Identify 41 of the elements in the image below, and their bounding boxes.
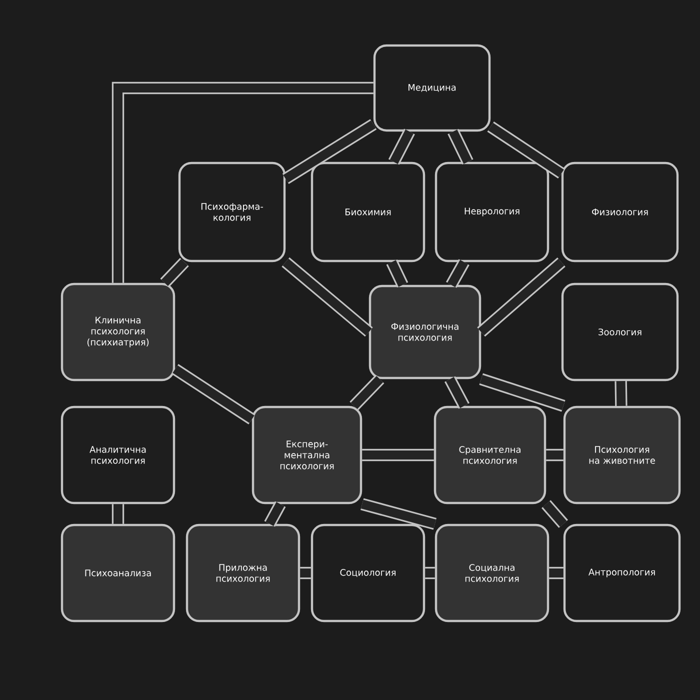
chalk-channel: [444, 376, 470, 409]
topic-box: Физиологична психология: [368, 284, 482, 380]
topic-box: Социология: [310, 524, 426, 622]
chalk-channel: [446, 259, 470, 288]
chalk-channel: [300, 566, 311, 580]
topic-box: Аналитична психология: [60, 406, 176, 504]
chalk-channel: [360, 498, 437, 530]
chalk-channel: [388, 128, 415, 165]
chalk-channel: [112, 504, 124, 524]
topic-box: Приложна психология: [186, 524, 300, 622]
chalk-channel: [546, 448, 564, 462]
chalk-channel: [549, 566, 564, 580]
chalk-channel: [614, 381, 628, 406]
chalk-channel: [477, 258, 566, 337]
chalk-channel: [112, 82, 374, 283]
topic-box: Медицина: [373, 44, 491, 132]
chalk-channel: [264, 501, 286, 527]
chalk-channel: [172, 364, 256, 424]
chalk-channel: [282, 119, 377, 184]
topic-box: Експери- ментална психология: [252, 406, 362, 504]
chalk-channel: [479, 373, 566, 412]
chalk-channel: [487, 122, 565, 178]
topic-box: Физиология: [561, 162, 679, 262]
chalk-channel: [425, 566, 435, 580]
topic-box: Психофарма- кология: [178, 162, 286, 262]
chalk-channel: [160, 258, 189, 288]
topic-box: Антропология: [563, 524, 681, 622]
chalk-channel: [448, 128, 474, 165]
topic-box: Социална психология: [434, 524, 550, 622]
topic-box: Биохимия: [310, 162, 426, 262]
topic-box: Клинична психология (психиатрия): [60, 282, 176, 382]
chalk-channel: [386, 259, 408, 288]
topic-box: Психология на животните: [563, 406, 681, 504]
topic-box: Неврология: [434, 162, 550, 262]
chalk-channel: [542, 500, 568, 528]
topic-box: Зоология: [561, 282, 679, 382]
chalk-channel: [350, 374, 384, 410]
topic-box: Сравнителна психология: [434, 406, 546, 504]
chalk-channel: [362, 448, 434, 462]
topic-box: Психоанализа: [60, 524, 176, 622]
chalk-channel: [282, 257, 373, 337]
